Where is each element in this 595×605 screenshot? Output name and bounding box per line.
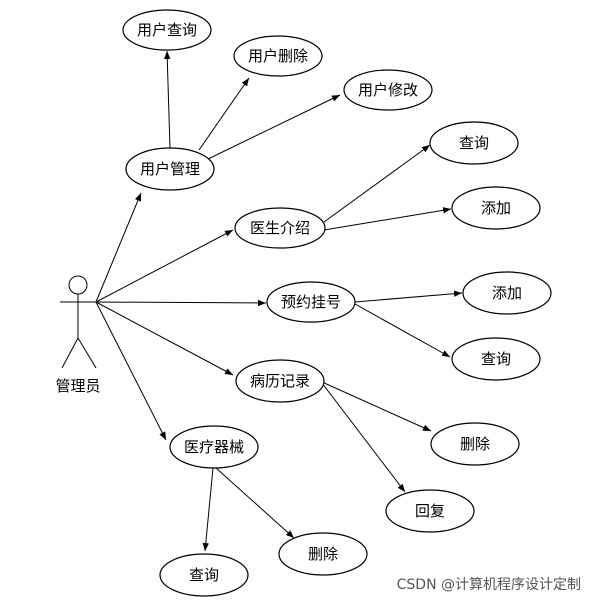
use-case-user-modify-shape <box>343 69 433 111</box>
actor-left-leg <box>61 337 79 369</box>
watermark: CSDN @计算机程序设计定制 <box>397 577 581 593</box>
actor-right-leg <box>77 337 97 369</box>
edge-actor-equipment <box>95 301 167 441</box>
use-case-doctor-add-label: 添加 <box>481 199 511 217</box>
use-case-doctor-query: 查询 <box>429 121 519 165</box>
edge-user-management-modify <box>205 94 341 161</box>
use-case-record-reply: 回复 <box>385 489 475 533</box>
use-case-record-delete-shape <box>430 422 520 466</box>
use-case-user-modify: 用户修改 <box>343 69 433 111</box>
edge-actor-medical-record <box>95 301 234 376</box>
edge-equipment-query <box>202 467 214 552</box>
use-case-appointment-query-shape <box>451 337 541 381</box>
use-case-appointment-query: 查询 <box>451 337 541 381</box>
use-case-user-delete: 用户删除 <box>233 35 323 77</box>
use-case-equipment-query-label: 查询 <box>189 566 219 584</box>
use-case-appointment-add-label: 添加 <box>492 284 522 302</box>
edge-doctor-intro-query <box>323 144 431 223</box>
edges <box>95 50 463 552</box>
use-case-medical-record: 病历记录 <box>235 359 325 403</box>
edge-doctor-intro-add <box>323 207 452 231</box>
use-case-user-query-label: 用户查询 <box>137 21 197 39</box>
edge-medical-record-reply <box>321 382 406 493</box>
use-case-appointment-add: 添加 <box>462 271 552 315</box>
edge-equipment-delete <box>215 467 295 539</box>
edge-actor-user-management <box>95 192 142 303</box>
use-case-user-modify-label: 用户修改 <box>358 81 418 99</box>
edge-actor-doctor-intro <box>95 229 234 303</box>
use-case-record-delete-label: 删除 <box>460 435 490 453</box>
use-case-equipment: 医疗器械 <box>169 425 259 469</box>
use-case-user-query-shape <box>122 9 212 51</box>
use-case-equipment-label: 医疗器械 <box>184 438 244 456</box>
use-case-equipment-query: 查询 <box>159 553 249 597</box>
edge-user-management-delete <box>198 77 250 151</box>
use-case-equipment-delete-shape <box>278 532 368 576</box>
use-case-user-delete-shape <box>233 35 323 77</box>
use-case-appointment-add-shape <box>462 271 552 315</box>
edge-appointment-query <box>354 303 451 358</box>
use-case-equipment-shape <box>169 425 259 469</box>
use-case-doctor-add-shape <box>451 186 541 230</box>
use-case-user-management: 用户管理 <box>125 147 215 191</box>
use-case-appointment-query-label: 查询 <box>481 350 511 368</box>
use-case-doctor-intro: 医生介绍 <box>234 207 326 249</box>
use-case-record-reply-label: 回复 <box>415 502 445 520</box>
use-case-user-management-label: 用户管理 <box>140 160 200 178</box>
use-case-medical-record-label: 病历记录 <box>250 372 310 390</box>
use-case-appointment: 预约挂号 <box>266 281 356 323</box>
edge-appointment-add <box>354 290 463 303</box>
use-case-record-reply-shape <box>385 489 475 533</box>
edge-user-management-query <box>164 50 171 149</box>
actor-label: 管理员 <box>55 377 100 395</box>
edge-actor-appointment <box>95 299 267 307</box>
use-case-doctor-query-shape <box>429 121 519 165</box>
use-case-doctor-add: 添加 <box>451 186 541 230</box>
use-case-equipment-delete: 删除 <box>278 532 368 576</box>
use-case-appointment-shape <box>266 281 356 323</box>
use-case-equipment-delete-label: 删除 <box>308 545 338 563</box>
edge-medical-record-delete <box>321 381 432 432</box>
actor-head <box>68 275 88 295</box>
use-case-doctor-intro-label: 医生介绍 <box>250 219 310 237</box>
use-case-record-delete: 删除 <box>430 422 520 466</box>
use-case-user-management-shape <box>125 147 215 191</box>
use-case-user-query: 用户查询 <box>122 9 212 51</box>
use-case-doctor-query-label: 查询 <box>459 134 489 152</box>
use-case-medical-record-shape <box>235 359 325 403</box>
use-case-user-delete-label: 用户删除 <box>248 47 308 65</box>
actor-administrator: 管理员 <box>55 275 101 395</box>
use-case-equipment-query-shape <box>159 553 249 597</box>
use-case-appointment-label: 预约挂号 <box>281 293 341 311</box>
use-case-doctor-intro-shape <box>234 207 326 249</box>
